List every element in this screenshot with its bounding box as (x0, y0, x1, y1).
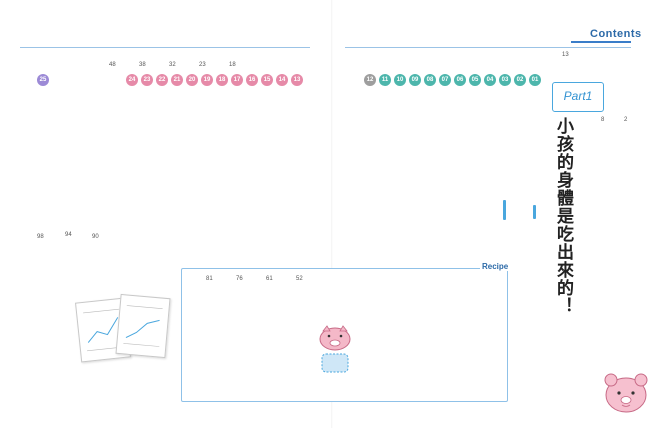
chapter-badge: 01 (529, 74, 541, 86)
page-number: 8 (601, 117, 605, 123)
pig-illustration (318, 322, 352, 352)
chapter-badge: 24 (126, 74, 138, 86)
page-number: 2 (624, 117, 628, 123)
recipe-label: Recipe (480, 262, 511, 271)
page-gutter (331, 0, 333, 428)
page-number: 23 (199, 62, 206, 68)
contents-title: Contents (590, 28, 642, 40)
chapter-badge: 03 (499, 74, 511, 86)
page-number: 38 (139, 62, 146, 68)
part-one-label: Part1 (563, 89, 593, 103)
page-number: 81 (206, 276, 213, 282)
header-rule (345, 47, 631, 48)
chapter-badge: 17 (231, 74, 243, 86)
chapter-badge: 02 (514, 74, 526, 86)
chapter-badge: 09 (409, 74, 421, 86)
checklist-thumbnail (115, 293, 171, 359)
header-rule-dash (571, 41, 631, 43)
chapter-badge: 16 (246, 74, 258, 86)
page-number: 98 (37, 234, 44, 240)
chapter-badge: 13 (291, 74, 303, 86)
page-number: 13 (562, 52, 569, 58)
dotted-shape-illustration (320, 352, 350, 374)
header-rule-left (20, 47, 310, 48)
chapter-badge: 22 (156, 74, 168, 86)
page-number: 48 (109, 62, 116, 68)
accent-bar (533, 205, 536, 219)
part-one-title: 小孩的身體是吃出來的！ (553, 117, 573, 315)
chapter-badge: 18 (216, 74, 228, 86)
chapter-badge: 05 (469, 74, 481, 86)
chapter-badge: 19 (201, 74, 213, 86)
chapter-badge: 20 (186, 74, 198, 86)
chapter-badge: 12 (364, 74, 376, 86)
part-one-box: Part1 (552, 82, 604, 112)
accent-bar (503, 200, 506, 220)
chapter-badge: 14 (276, 74, 288, 86)
page-number: 76 (236, 276, 243, 282)
chapter-badge: 21 (171, 74, 183, 86)
chapter-badge: 15 (261, 74, 273, 86)
chapter-badge: 23 (141, 74, 153, 86)
chapter-badge: 08 (424, 74, 436, 86)
page-number: 18 (229, 62, 236, 68)
page-number: 61 (266, 276, 273, 282)
chapter-badge: 11 (379, 74, 391, 86)
chapter-badge: 25 (37, 74, 49, 86)
chapter-badge: 06 (454, 74, 466, 86)
chapter-badge: 04 (484, 74, 496, 86)
page-number: 32 (169, 62, 176, 68)
page-number: 94 (65, 232, 72, 238)
chapter-badge: 07 (439, 74, 451, 86)
chapter-badge: 10 (394, 74, 406, 86)
page-number: 52 (296, 276, 303, 282)
page-number: 90 (92, 234, 99, 240)
bear-mascot-illustration (600, 365, 652, 417)
